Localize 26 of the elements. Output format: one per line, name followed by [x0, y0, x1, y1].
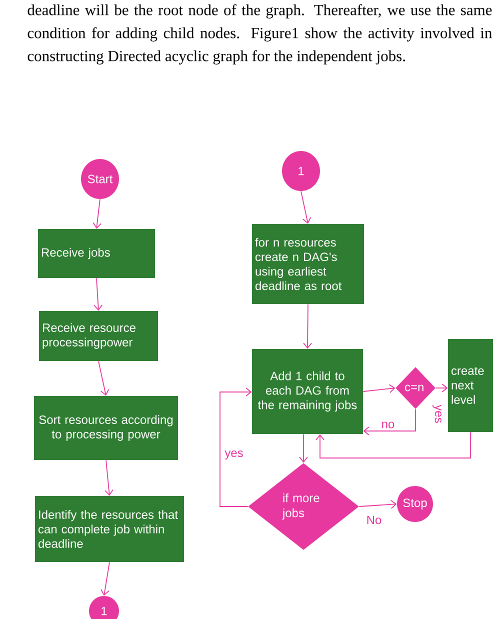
process-box: for n resources create n DAG's using earliest deadline as root: [252, 224, 364, 304]
arrow: [300, 190, 312, 224]
edge-label: No: [367, 516, 382, 524]
arrow: [362, 384, 396, 394]
arrow: [220, 388, 252, 507]
arrow: [435, 384, 448, 392]
arrow: [358, 500, 397, 509]
arrow: [98, 360, 110, 396]
arrow: [104, 460, 114, 496]
body-text: deadline will be the root node of the graph. Thereafter, we use the same condition for adding child nodes. Figure1 show the activity involved in constructing Directed acyclic graph for the independent jobs.: [28, 4, 492, 64]
arrow: [363, 408, 416, 436]
arrow: [303, 304, 312, 349]
arrow: [94, 278, 103, 311]
process-box: Receive resource processingpower: [39, 311, 158, 361]
process-box: Receive jobs: [38, 229, 155, 278]
process-box: Identify the resources that can complete job within deadline: [35, 496, 184, 562]
edge-label: yes: [224, 450, 243, 460]
arrow: [100, 562, 110, 596]
process-box: Add 1 child to each DAG from the remaining jobs: [252, 349, 363, 434]
process-box: create next level: [448, 339, 493, 432]
arrow: [299, 434, 308, 463]
arrow: [316, 432, 471, 458]
edge-label: no: [382, 422, 394, 428]
arrow: [92, 198, 102, 229]
process-box: Sort resources according to processing power: [34, 396, 178, 460]
edge-label: yes: [432, 404, 442, 423]
